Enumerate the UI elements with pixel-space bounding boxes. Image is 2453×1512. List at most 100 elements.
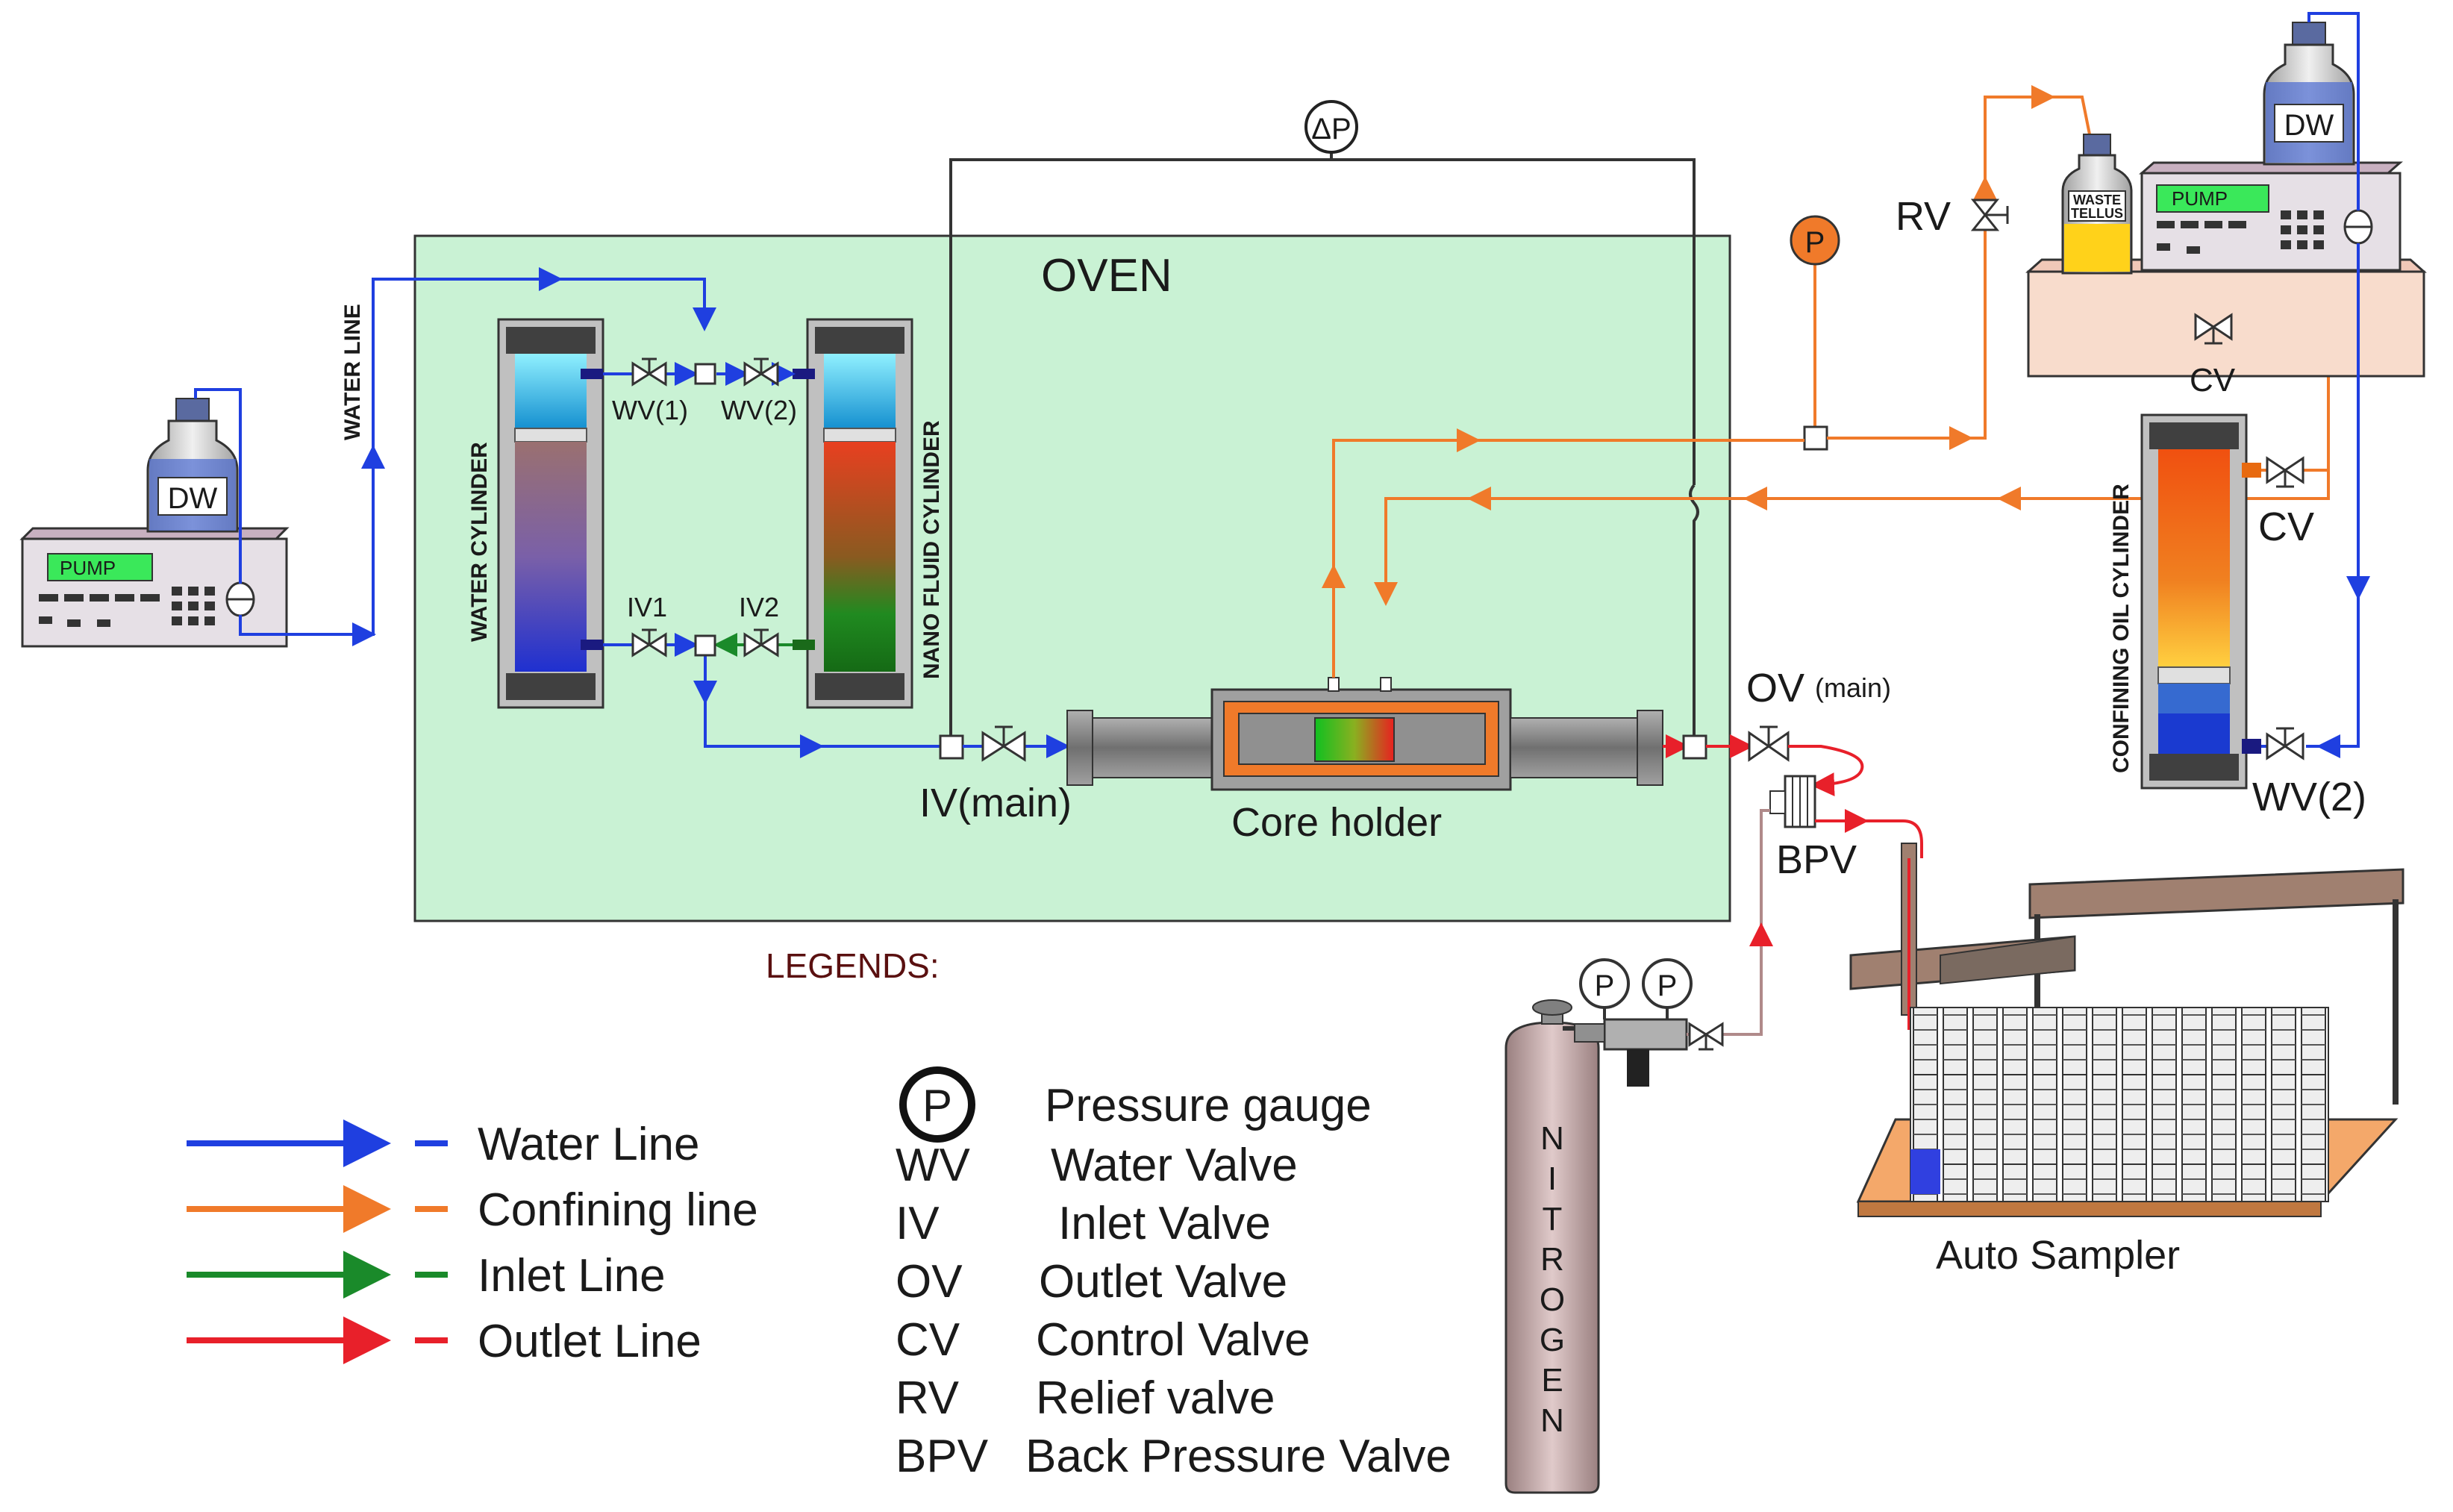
left-pump-suction-line — [194, 388, 242, 584]
svg-text:O: O — [1540, 1281, 1565, 1318]
legend-inlet-line: Inlet Line — [187, 1250, 666, 1302]
valve-rv[interactable] — [1970, 199, 2009, 231]
legends-title: LEGENDS: — [766, 946, 940, 985]
wv2-label: WV(2) — [721, 395, 797, 425]
water-cylinder-label: WATER CYLINDER — [467, 442, 492, 642]
valve-cv-right[interactable] — [2266, 456, 2304, 488]
main-water-line — [239, 267, 716, 646]
valve-ov-main[interactable] — [1748, 725, 1790, 762]
valve-wv2[interactable] — [743, 357, 779, 387]
valve-iv2[interactable] — [743, 628, 779, 657]
svg-text:Control Valve: Control Valve — [1036, 1314, 1310, 1366]
svg-text:IV: IV — [896, 1198, 940, 1249]
cylinder-bottom-lines — [603, 633, 940, 758]
nano-fluid-cylinder-label: NANO FLUID CYLINDER — [919, 420, 944, 679]
delta-p-label: ΔP — [1311, 113, 1351, 146]
svg-text:Inlet Valve: Inlet Valve — [1058, 1198, 1271, 1249]
svg-text:Inlet Line: Inlet Line — [478, 1250, 666, 1302]
valve-wv2-right[interactable] — [2266, 727, 2304, 760]
ov-label: OV — [1746, 666, 1804, 710]
left-dw-bottle: DW — [146, 398, 239, 533]
nitrogen-label: N I T R O G E N — [1540, 1120, 1565, 1439]
svg-text:I: I — [1548, 1160, 1557, 1197]
svg-text:T: T — [1543, 1201, 1563, 1237]
cv-right-label: CV — [2258, 504, 2314, 549]
svg-text:OV: OV — [896, 1256, 963, 1308]
waste-label: WASTE — [2073, 193, 2121, 207]
confining-oil-cylinder-label: CONFINING OIL CYLINDER — [2109, 484, 2134, 773]
sample-tubes — [1910, 1007, 2329, 1202]
ov-junction — [1682, 734, 1707, 760]
svg-text:G: G — [1540, 1322, 1565, 1358]
core-holder-label: Core holder — [1231, 800, 1442, 845]
legend-pressure-gauge-icon — [899, 1066, 975, 1143]
tellus-label: TELLUS — [2071, 206, 2123, 221]
top-junction — [694, 363, 716, 385]
left-dw-label: DW — [168, 482, 218, 515]
svg-text:RV: RV — [896, 1372, 960, 1424]
svg-text:Water Line: Water Line — [478, 1119, 700, 1170]
valve-cv-top[interactable] — [2194, 313, 2233, 345]
left-pump-label: PUMP — [60, 557, 116, 579]
svg-text:N: N — [1540, 1120, 1564, 1157]
svg-text:N: N — [1540, 1402, 1564, 1439]
differential-pressure-gauge: ΔP — [1304, 100, 1358, 154]
wv2-right-label: WV(2) — [2252, 775, 2366, 819]
iv-main-label: IV(main) — [919, 781, 1072, 825]
left-water-pump: PUMP — [19, 527, 290, 648]
bpv-label: BPV — [1776, 837, 1857, 882]
svg-text:P: P — [1595, 969, 1615, 1002]
nitrogen-gauge-2: P — [1642, 958, 1693, 1009]
svg-text:Outlet Line: Outlet Line — [478, 1316, 701, 1367]
svg-text:WV: WV — [896, 1140, 971, 1191]
wv1-label: WV(1) — [612, 395, 688, 425]
legend-outlet-line: Outlet Line — [187, 1316, 701, 1367]
valve-nitrogen[interactable] — [1688, 1022, 1724, 1051]
water-cylinder — [497, 318, 604, 709]
confining-oil-cylinder — [2140, 413, 2261, 790]
right-dw-label: DW — [2284, 109, 2334, 142]
pressure-gauge: P — [1790, 215, 1840, 266]
auto-sampler — [1849, 843, 2404, 1217]
bpv-to-sampler-line — [1815, 819, 1923, 858]
auto-sampler-label: Auto Sampler — [1936, 1233, 2180, 1278]
legend-water-line: Water Line — [187, 1119, 700, 1170]
confining-junction — [1803, 425, 1828, 451]
svg-text:P: P — [922, 1081, 952, 1131]
right-pump-display — [2156, 184, 2269, 213]
water-line-label: WATER LINE — [340, 304, 365, 440]
iv2-label: IV2 — [739, 592, 779, 622]
nitrogen-gauge-1: P — [1579, 958, 1630, 1009]
svg-text:Back Pressure Valve: Back Pressure Valve — [1025, 1431, 1452, 1482]
svg-text:Pressure gauge: Pressure gauge — [1045, 1080, 1372, 1131]
left-pump-display — [47, 553, 153, 581]
svg-text:E: E — [1541, 1362, 1563, 1399]
right-dw-bottle: DW — [2263, 22, 2355, 166]
svg-text:Confining line: Confining line — [478, 1184, 758, 1236]
valve-iv1[interactable] — [631, 628, 667, 657]
bottom-junction — [694, 634, 716, 657]
valve-wv1[interactable] — [631, 357, 667, 387]
svg-text:P: P — [1657, 969, 1678, 1002]
back-pressure-valve[interactable] — [1769, 775, 1816, 828]
oven-box — [413, 234, 1731, 922]
right-pump-label: PUMP — [2172, 187, 2228, 210]
svg-text:CV: CV — [896, 1314, 960, 1366]
nano-fluid-cylinder — [793, 318, 913, 709]
ov-to-bpv-line — [1788, 745, 1864, 797]
legend-confining-line: Confining line — [187, 1184, 758, 1236]
legend-abbreviations: P Pressure gauge WV Water Valve IV Inlet… — [896, 1066, 1452, 1482]
oven-label: OVEN — [1041, 250, 1172, 302]
svg-text:Water Valve: Water Valve — [1051, 1140, 1298, 1191]
svg-text:BPV: BPV — [896, 1431, 989, 1482]
svg-text:Relief valve: Relief valve — [1036, 1372, 1275, 1424]
svg-text:Outlet Valve: Outlet Valve — [1039, 1256, 1287, 1308]
iv-main-junction — [939, 734, 964, 760]
waste-tellus-bottle: WASTE TELLUS — [2061, 134, 2133, 275]
valve-iv-main[interactable] — [981, 725, 1026, 762]
cv-top-label: CV — [2190, 362, 2236, 399]
svg-text:R: R — [1540, 1241, 1564, 1278]
right-water-pump: PUMP — [2139, 161, 2403, 272]
core-holder — [1066, 677, 1663, 791]
